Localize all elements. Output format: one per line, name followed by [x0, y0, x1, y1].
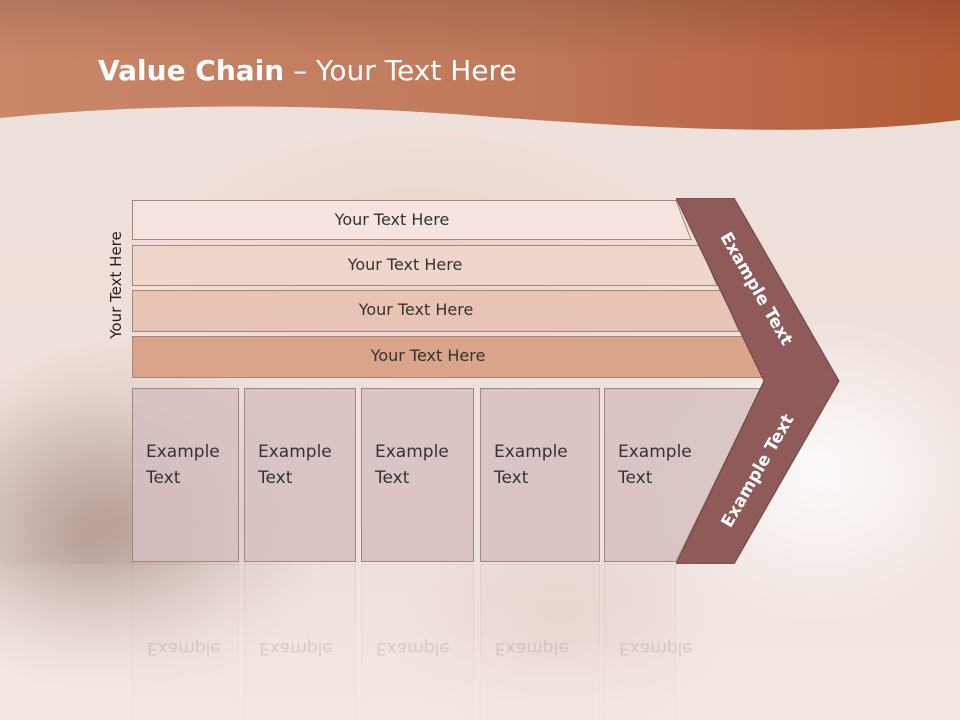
column-2-line2: Text — [258, 468, 293, 488]
bar-3: Your Text Here — [132, 290, 740, 332]
title-bold: Value Chain — [98, 54, 285, 87]
column-3: Example Text — [361, 388, 474, 562]
chevron-arrow: Example Text Example Text — [675, 197, 840, 565]
column-5-line2: Text — [618, 468, 653, 488]
column-4-line1: Example — [494, 442, 568, 462]
bar-2: Your Text Here — [132, 245, 718, 286]
title-rest: – Your Text Here — [284, 54, 517, 87]
column-1-line2: Text — [146, 468, 181, 488]
bar-3-label: Your Text Here — [358, 299, 474, 319]
column-5-line1: Example — [618, 442, 692, 462]
slide-title: Value Chain – Your Text Here — [98, 54, 517, 94]
column-4-line2: Text — [494, 468, 529, 488]
column-5: Example Text — [604, 388, 762, 562]
column-2-line1: Example — [258, 442, 332, 462]
header-band: Value Chain – Your Text Here — [0, 0, 960, 140]
column-2: Example Text — [244, 388, 356, 562]
column-4: Example Text — [480, 388, 600, 562]
bar-1-label: Your Text Here — [334, 209, 450, 229]
bar-2-label: Your Text Here — [347, 254, 463, 274]
vertical-axis-label: Your Text Here — [107, 231, 125, 339]
column-1: Example Text — [132, 388, 239, 562]
column-3-line2: Text — [375, 468, 410, 488]
bar-4: Your Text Here — [132, 336, 764, 378]
column-1-line1: Example — [146, 442, 220, 462]
column-3-line1: Example — [375, 442, 449, 462]
bar-1: Your Text Here — [132, 200, 692, 240]
bar-4-label: Your Text Here — [370, 345, 486, 365]
